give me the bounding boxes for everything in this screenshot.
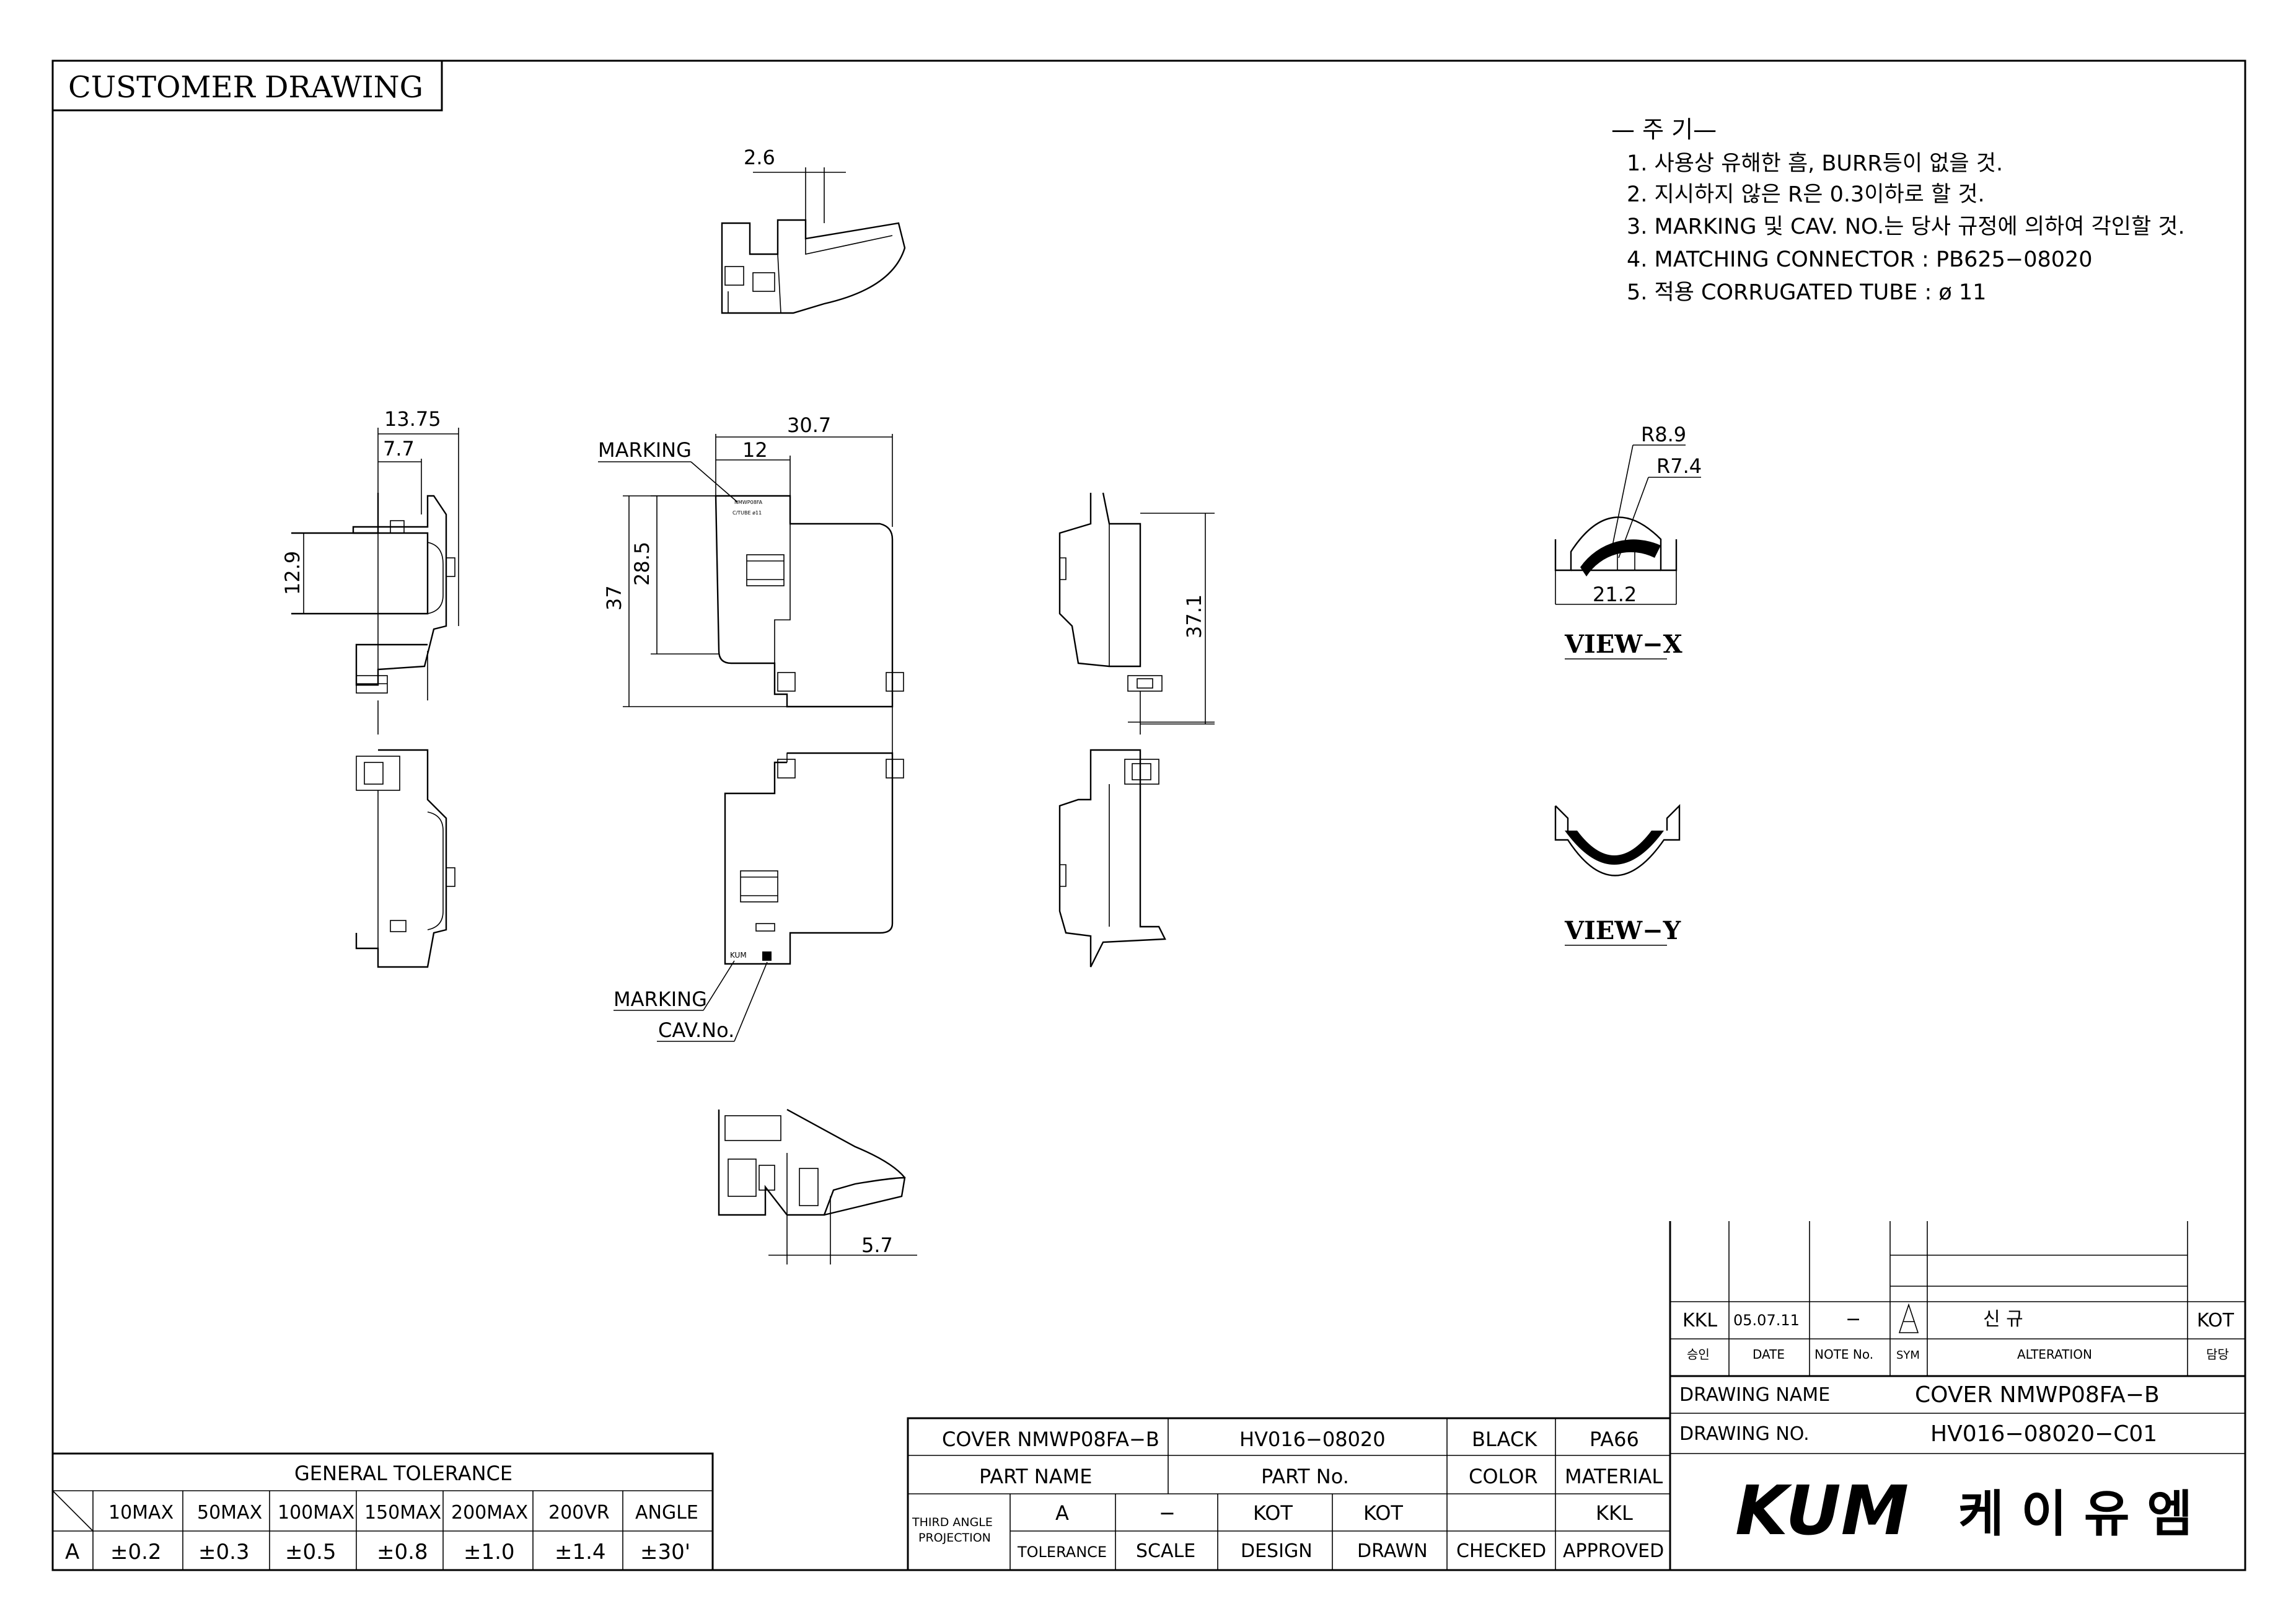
dim-top-width: 2.6 xyxy=(744,146,775,169)
rev-approver: KKL xyxy=(1682,1310,1717,1331)
title-block: DRAWING NAME COVER NMWP08FA−B DRAWING NO… xyxy=(1670,1382,2245,1550)
dim-view-x-r-outer: R8.9 xyxy=(1641,423,1686,446)
tol-v-4: ±0.8 xyxy=(377,1540,428,1564)
scale-value: − xyxy=(1159,1501,1176,1525)
dim-right-height: 37.1 xyxy=(1182,594,1206,638)
dim-left-inner: 7.7 xyxy=(383,437,415,461)
scale-label: SCALE xyxy=(1136,1540,1195,1562)
approved-label: APPROVED xyxy=(1563,1540,1664,1562)
design-label: DESIGN xyxy=(1241,1540,1313,1562)
part-block: COVER NMWP08FA−B HV016−08020 BLACK PA66 … xyxy=(907,1417,1671,1571)
drawn-label: DRAWN xyxy=(1357,1540,1428,1562)
part-name-value: COVER NMWP08FA−B xyxy=(942,1428,1159,1451)
tol-v-1: ±0.2 xyxy=(110,1540,162,1564)
tol-v-5: ±1.0 xyxy=(464,1540,515,1564)
tol-h-3: 100MAX xyxy=(278,1502,354,1524)
header: CUSTOMER DRAWING xyxy=(51,60,443,112)
tol-v-3: ±0.5 xyxy=(285,1540,336,1564)
dim-center-inner-height: 28.5 xyxy=(630,542,654,586)
dim-left-overall: 13.75 xyxy=(384,407,441,431)
left-view: 13.75 7.7 12.9 xyxy=(281,407,459,968)
note-2: 2. 지시하지 않은 R은 0.3이하로 할 것. xyxy=(1627,182,1985,207)
tol-row-label: A xyxy=(65,1540,79,1564)
note-5: 5. 적용 CORRUGATED TUBE : ø 11 xyxy=(1627,280,1986,305)
tolerance-value: A xyxy=(1055,1501,1069,1525)
tol-v-2: ±0.3 xyxy=(198,1540,250,1564)
drawn-value: KOT xyxy=(1363,1501,1403,1525)
tol-h-7: ANGLE xyxy=(635,1502,698,1524)
dim-left-height: 12.9 xyxy=(281,551,304,595)
rev-alteration: 신 규 xyxy=(1983,1308,2023,1330)
projection-line-2: PROJECTION xyxy=(918,1531,991,1545)
color-label: COLOR xyxy=(1469,1465,1538,1488)
dim-center-overall: 30.7 xyxy=(787,413,831,437)
drawing-title: CUSTOMER DRAWING xyxy=(68,70,423,105)
drawing-name-value: COVER NMWP08FA−B xyxy=(1915,1382,2160,1408)
notes-heading: — 주 기— xyxy=(1611,116,1717,143)
material-label: MATERIAL xyxy=(1565,1465,1663,1488)
tol-h-1: 10MAX xyxy=(108,1502,174,1524)
tolerance-title: GENERAL TOLERANCE xyxy=(294,1462,512,1485)
dim-center-inner: 12 xyxy=(742,438,768,462)
center-view: NMWP08FA C/TUBE ø11 KUM 30.7 12 37 28.5 … xyxy=(598,413,904,1042)
rev-h-approver: 승인 xyxy=(1687,1347,1710,1362)
label-marking-bottom: MARKING xyxy=(614,987,707,1011)
part-no-label: PART No. xyxy=(1261,1465,1349,1488)
rev-owner: KOT xyxy=(2197,1310,2235,1331)
rev-h-note: NOTE No. xyxy=(1814,1347,1873,1362)
note-3: 3. MARKING 및 CAV. NO.는 당사 규정에 의하여 각인할 것. xyxy=(1627,214,2185,239)
drawing-no-value: HV016−08020−C01 xyxy=(1930,1421,2157,1447)
company-name: 케 이 유 엠 xyxy=(1958,1485,2193,1543)
part-no-value: HV016−08020 xyxy=(1239,1428,1386,1451)
notes: — 주 기— 1. 사용상 유해한 흠, BURR등이 없을 것. 2. 지시하… xyxy=(1611,116,2185,305)
checked-label: CHECKED xyxy=(1456,1540,1546,1562)
material-value: PA66 xyxy=(1590,1428,1639,1451)
view-y-label: VIEW−Y xyxy=(1564,916,1681,945)
right-view: 37.1 xyxy=(1058,492,1215,968)
design-value: KOT xyxy=(1253,1501,1293,1525)
tolerance-table: GENERAL TOLERANCE 10MAX 50MAX 100MAX 150… xyxy=(51,1452,714,1571)
approved-value: KKL xyxy=(1596,1501,1633,1525)
view-x: 21.2 R8.9 R7.4 VIEW−X xyxy=(1554,423,1702,660)
kum-logo: KUM xyxy=(1735,1471,1909,1550)
part-name-label: PART NAME xyxy=(979,1465,1092,1488)
drawing-name-label: DRAWING NAME xyxy=(1679,1384,1830,1406)
bottom-view: 5.7 xyxy=(718,1108,917,1264)
rev-h-alteration: ALTERATION xyxy=(2017,1347,2092,1362)
marking-text-3: KUM xyxy=(730,951,747,960)
rev-h-owner: 담당 xyxy=(2206,1347,2229,1362)
rev-h-sym: SYM xyxy=(1896,1349,1920,1362)
label-cav-no: CAV.No. xyxy=(658,1018,734,1042)
tol-h-2: 50MAX xyxy=(197,1502,262,1524)
top-view: 2.6 xyxy=(721,146,906,314)
dim-view-x-r-inner: R7.4 xyxy=(1656,454,1702,478)
dim-center-height: 37 xyxy=(602,585,626,611)
tol-v-7: ±30' xyxy=(640,1540,690,1564)
projection-line-1: THIRD ANGLE xyxy=(912,1516,993,1529)
marking-text-1: NMWP08FA xyxy=(734,500,763,505)
drawing-no-label: DRAWING NO. xyxy=(1679,1423,1810,1445)
view-x-label: VIEW−X xyxy=(1564,630,1682,659)
tolerance-label: TOLERANCE xyxy=(1017,1543,1107,1561)
label-marking-top: MARKING xyxy=(598,438,692,462)
tol-v-6: ±1.4 xyxy=(555,1540,606,1564)
revision-block: KKL 05.07.11 − — 신 규 KOT 승인 DATE NOTE No… xyxy=(1669,1221,2245,1570)
note-1: 1. 사용상 유해한 흠, BURR등이 없을 것. xyxy=(1627,151,2003,176)
dim-view-x-width: 21.2 xyxy=(1593,583,1637,606)
tol-h-5: 200MAX xyxy=(451,1502,528,1524)
rev-date: 05.07.11 xyxy=(1733,1312,1800,1329)
color-value: BLACK xyxy=(1472,1428,1537,1451)
marking-text-2: C/TUBE ø11 xyxy=(732,510,762,516)
rev-sym: — xyxy=(1903,1313,1916,1328)
tol-h-4: 150MAX xyxy=(364,1502,441,1524)
rev-note-no: − xyxy=(1845,1308,1861,1330)
tol-h-6: 200VR xyxy=(548,1502,610,1524)
view-y: VIEW−Y xyxy=(1554,804,1681,946)
rev-h-date: DATE xyxy=(1753,1347,1785,1362)
note-4: 4. MATCHING CONNECTOR : PB625−08020 xyxy=(1627,247,2093,272)
dim-bottom-width: 5.7 xyxy=(861,1233,893,1257)
